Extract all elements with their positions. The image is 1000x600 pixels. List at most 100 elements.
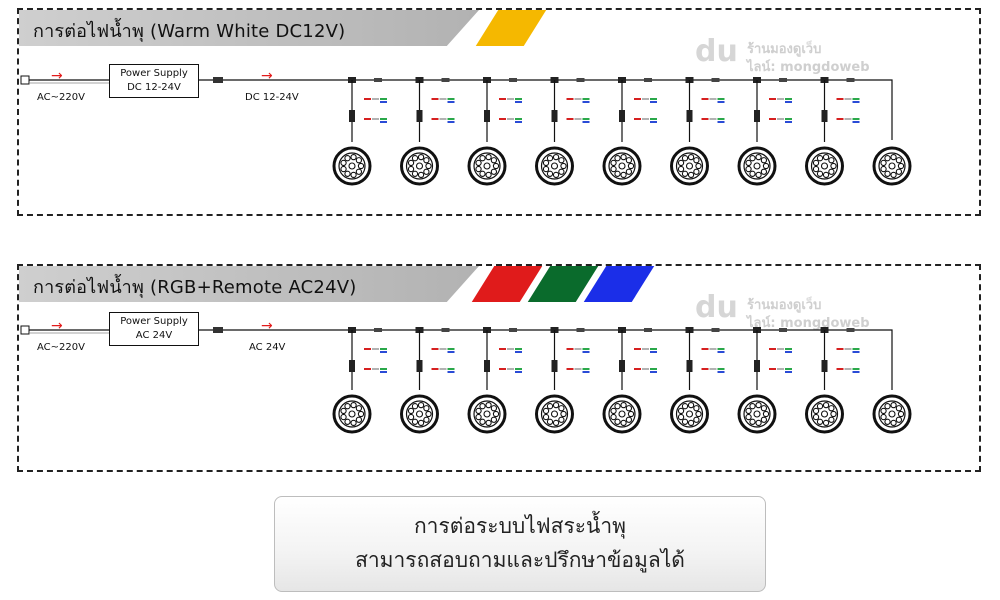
wiring-diagram-warm-white xyxy=(20,75,912,186)
red-lead xyxy=(836,118,844,120)
green-lead xyxy=(717,368,725,370)
led-dot-icon xyxy=(479,155,486,162)
led-dot-icon xyxy=(755,171,762,179)
fountain-light-unit xyxy=(602,327,657,434)
led-dot-icon xyxy=(812,159,820,167)
led-dot-icon xyxy=(542,159,550,167)
led-dot-icon xyxy=(677,165,685,173)
led-dot-icon xyxy=(552,419,560,427)
led-dot-icon xyxy=(816,403,824,410)
led-dot-icon xyxy=(614,418,621,425)
led-dot-icon xyxy=(693,168,700,175)
panel-border xyxy=(17,8,981,216)
blue-lead xyxy=(785,371,792,373)
drop-connector-icon xyxy=(484,110,490,122)
fountain-light-ring xyxy=(810,152,839,180)
center-led-icon xyxy=(348,162,356,170)
center-led-icon xyxy=(685,162,694,170)
inline-connector-icon xyxy=(374,78,382,82)
red-lead xyxy=(701,368,709,370)
green-lead xyxy=(852,348,860,350)
drop-connector-icon xyxy=(551,360,558,372)
output-voltage-label: AC 24V xyxy=(249,342,286,353)
fountain-light-unit xyxy=(737,327,792,434)
fountain-light-unit xyxy=(535,77,590,186)
led-dot-icon xyxy=(490,168,498,175)
led-dot-icon xyxy=(677,159,685,167)
fountain-light-ring xyxy=(675,152,704,180)
led-dot-icon xyxy=(884,155,891,162)
led-dot-icon xyxy=(560,410,567,418)
led-dot-icon xyxy=(344,170,351,177)
blue-lead xyxy=(717,121,725,123)
input-voltage-label: AC~220V xyxy=(37,342,85,353)
led-dot-icon xyxy=(423,157,430,164)
led-dot-icon xyxy=(884,418,891,425)
drop-connector-icon xyxy=(349,110,355,122)
red-lead xyxy=(364,368,371,370)
led-dot-icon xyxy=(552,171,560,179)
led-dot-icon xyxy=(830,162,837,170)
red-lead xyxy=(566,98,574,100)
output-arrow-icon: → xyxy=(261,68,273,84)
info-line-2: สามารถสอบถามและปรึกษาข้อมูลได้ xyxy=(355,548,685,572)
center-led-icon xyxy=(483,162,491,170)
red-lead xyxy=(769,98,776,100)
green-lead xyxy=(650,118,657,120)
green-lead xyxy=(380,348,387,350)
fountain-light-ring xyxy=(878,400,906,428)
inline-connector-icon xyxy=(374,328,382,332)
blue-lead xyxy=(852,371,860,373)
led-dot-icon xyxy=(830,410,837,418)
green-lead xyxy=(582,368,590,370)
watermark-logo: du xyxy=(695,34,738,69)
led-dot-icon xyxy=(687,401,695,409)
led-dot-icon xyxy=(895,157,903,164)
led-dot-icon xyxy=(880,159,887,167)
red-lead xyxy=(566,368,574,370)
led-dot-icon xyxy=(897,162,905,170)
led-dot-icon xyxy=(542,407,550,415)
center-led-icon xyxy=(685,410,694,418)
led-dot-icon xyxy=(822,419,830,427)
led-dot-icon xyxy=(350,171,357,179)
led-dot-icon xyxy=(755,401,762,409)
center-led-icon xyxy=(618,410,626,418)
center-led-icon xyxy=(483,410,491,418)
led-dot-icon xyxy=(355,157,363,164)
plug-icon xyxy=(20,75,30,85)
led-dot-icon xyxy=(745,165,752,173)
led-dot-icon xyxy=(485,153,492,161)
led-dot-icon xyxy=(760,168,768,175)
blue-lead xyxy=(380,101,387,103)
blue-lead xyxy=(582,121,590,123)
blue-lead xyxy=(582,371,590,373)
watermark-shop-name: ร้านมองดูเว็บ xyxy=(747,298,822,313)
led-dot-icon xyxy=(677,413,685,421)
led-dot-icon xyxy=(745,407,752,415)
red-lead xyxy=(634,118,641,120)
blue-lead xyxy=(515,371,522,373)
red-lead xyxy=(364,118,371,120)
panel-title-bar: การต่อไฟน้ำพุ (Warm White DC12V) xyxy=(19,10,479,46)
led-dot-icon xyxy=(407,407,415,415)
fountain-light-unit xyxy=(602,77,657,186)
panel-border xyxy=(17,264,981,472)
led-dot-icon xyxy=(542,413,550,421)
blue-lead xyxy=(447,101,455,103)
led-dot-icon xyxy=(479,170,486,177)
led-dot-icon xyxy=(693,416,700,423)
led-dot-icon xyxy=(546,403,554,410)
led-dot-icon xyxy=(558,405,565,412)
info-box: การต่อระบบไฟสระน้ำพุ สามารถสอบถามและปรึก… xyxy=(274,496,766,592)
fountain-light-unit xyxy=(400,327,455,434)
inline-connector-icon xyxy=(441,328,450,332)
led-dot-icon xyxy=(816,418,824,425)
drop-connector-icon xyxy=(416,360,423,372)
bus-end-wire xyxy=(882,329,893,390)
led-dot-icon xyxy=(749,170,756,177)
info-line-1: การต่อระบบไฟสระน้ำพุ xyxy=(413,514,627,538)
watermark-logo: du xyxy=(695,290,738,325)
led-dot-icon xyxy=(614,170,621,177)
drop-connector-icon xyxy=(686,110,693,122)
